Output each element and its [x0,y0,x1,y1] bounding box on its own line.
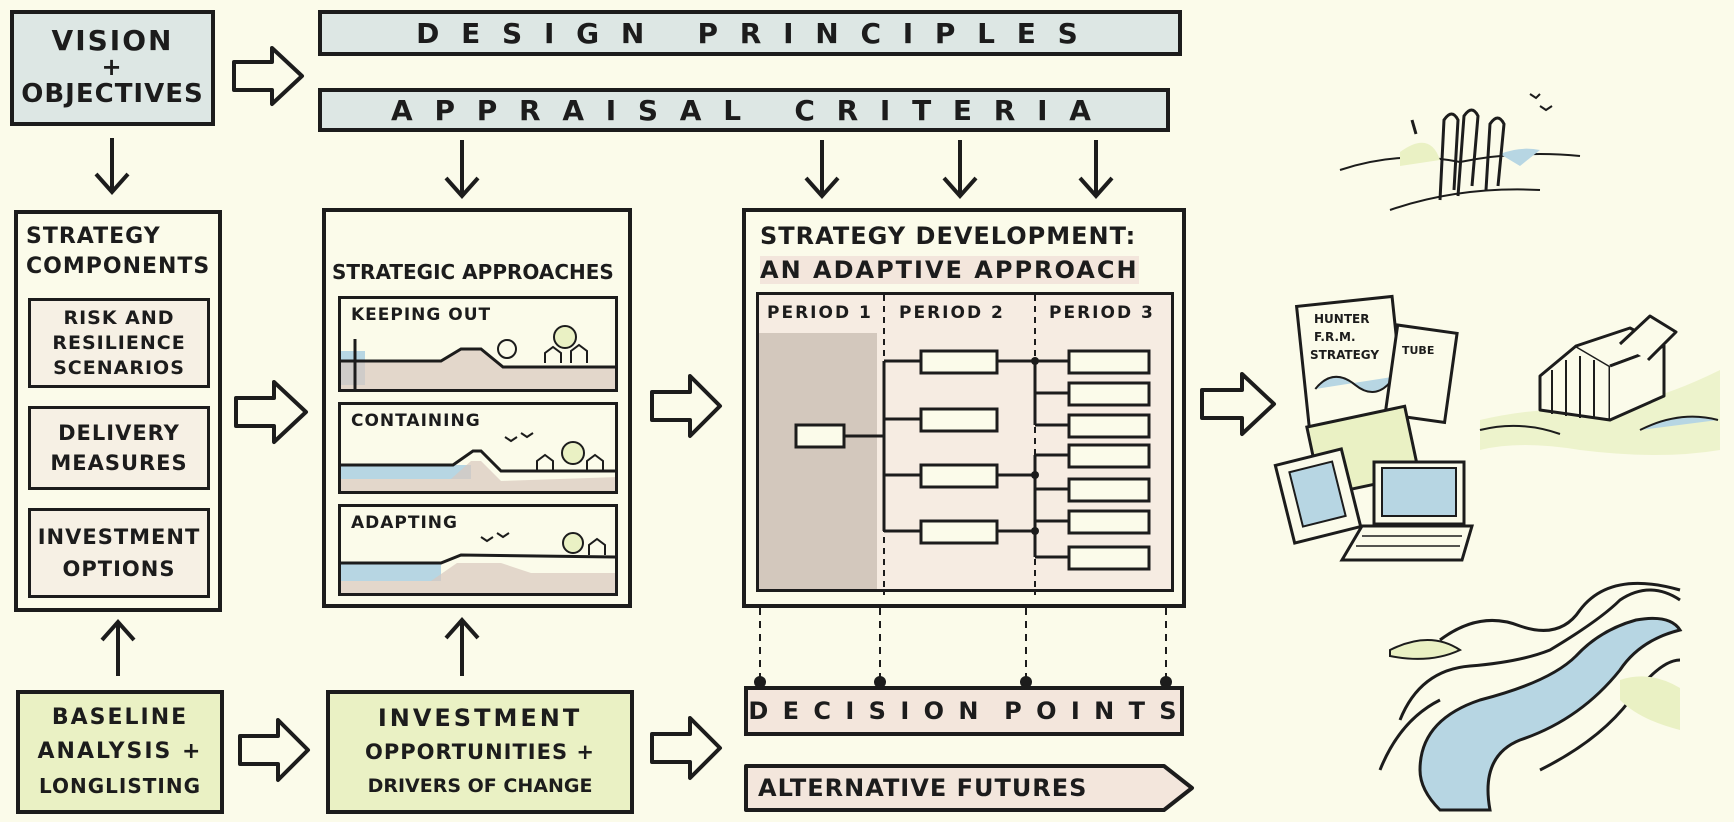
period-2-label: PERIOD 2 [899,303,1005,323]
delivery-measures-label: DELIVERY MEASURES [50,421,188,475]
people-sketch [1339,93,1581,211]
investment-label-3: DRIVERS OF CHANGE [367,775,593,797]
plus-label: + [101,53,124,81]
containing-sketch [341,432,615,491]
vision-label: VISION [51,24,174,57]
river-sketch [1378,581,1683,812]
keeping-out-panel: KEEPING OUT [338,296,618,392]
period-1-label: PERIOD 1 [767,303,873,323]
design-principles-label: D E S I G N P R I N C I P L E S [416,16,1084,50]
houses-sketch [1479,314,1720,455]
containing-label: CONTAINING [351,411,481,431]
alternative-futures-label: ALTERNATIVE FUTURES [758,774,1088,802]
design-principles-bar: D E S I G N P R I N C I P L E S [318,10,1182,56]
investment-label-2: OPPORTUNITIES + [365,740,595,764]
baseline-box: BASELINE ANALYSIS + LONGLISTING [16,690,224,814]
period-3-label: PERIOD 3 [1049,303,1155,323]
adapting-panel: ADAPTING [338,504,618,596]
adapting-sketch [341,532,615,593]
vision-objectives-box: VISION + OBJECTIVES [10,10,215,126]
risk-resilience-label: RISK AND RESILIENCE SCENARIOS [52,306,186,379]
investment-opportunities-box: INVESTMENT OPPORTUNITIES + DRIVERS OF CH… [326,690,634,814]
investment-options-label: INVESTMENT OPTIONS [37,525,201,581]
investment-label-1: INVESTMENT [377,704,583,732]
adapting-label: ADAPTING [351,513,458,533]
documents-laptop-sketch [1273,294,1475,562]
baseline-label-2: ANALYSIS + [37,739,203,764]
baseline-label-3: LONGLISTING [38,774,201,798]
keeping-out-sketch [341,325,615,389]
baseline-label-1: BASELINE [51,705,189,730]
strategy-development-title-line2: AN ADAPTIVE APPROACH [760,256,1139,284]
alternative-futures-arrow [744,764,1194,812]
strategy-components-box: STRATEGY COMPONENTS RISK AND RESILIENCE … [14,210,222,612]
doc-title-line3: STRATEGY [1310,348,1380,362]
period-grid: PERIOD 1 PERIOD 2 PERIOD 3 [756,292,1174,595]
strategy-development-title-line1: STRATEGY DEVELOPMENT: [760,222,1137,250]
keeping-out-label: KEEPING OUT [351,305,492,325]
containing-panel: CONTAINING [338,402,618,494]
appraisal-criteria-bar: A P P R A I S A L C R I T E R I A [318,88,1170,132]
decision-points-bar: D E C I S I O N P O I N T S [744,686,1184,736]
appraisal-criteria-label: A P P R A I S A L C R I T E R I A [391,93,1097,127]
objectives-label: OBJECTIVES [21,79,204,109]
period-1-column [759,333,877,589]
decision-tree [794,295,1151,595]
investment-options-box: INVESTMENT OPTIONS [28,508,210,598]
doc-title-line2: F.R.M. [1314,330,1356,344]
strategic-approaches-box: STRATEGIC APPROACHES KEEPING OUT CONTAIN… [322,208,632,608]
strategic-approaches-title: STRATEGIC APPROACHES [332,260,614,284]
delivery-measures-box: DELIVERY MEASURES [28,406,210,490]
doc-side-label: TUBE [1402,344,1435,357]
decision-points-label: D E C I S I O N P O I N T S [748,697,1180,725]
doc-title-line1: HUNTER [1314,312,1370,326]
risk-resilience-box: RISK AND RESILIENCE SCENARIOS [28,298,210,388]
strategy-components-title: STRATEGY COMPONENTS [26,224,211,279]
strategy-development-box: STRATEGY DEVELOPMENT: AN ADAPTIVE APPROA… [742,208,1186,608]
